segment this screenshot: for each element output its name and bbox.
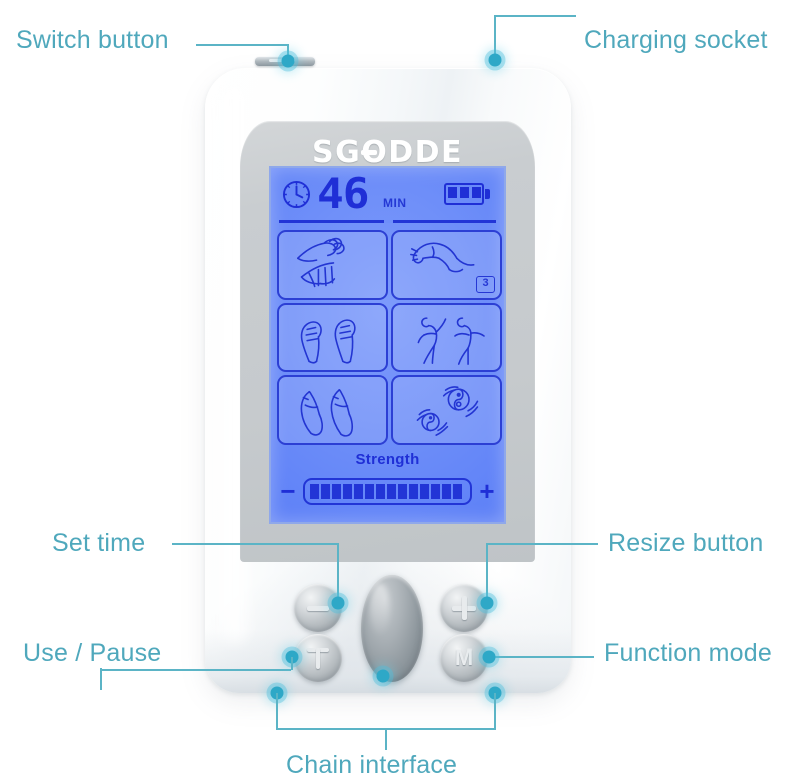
chain-interface-button[interactable] [361, 575, 423, 682]
leader-line-set-time-v [337, 543, 339, 603]
fists-icon [300, 318, 356, 364]
mode-button-label: M [454, 645, 474, 670]
callout-label-function-mode: Function mode [604, 639, 772, 667]
strength-level-track[interactable] [303, 477, 472, 505]
leader-line-charging-socket-h [494, 15, 576, 17]
battery-bar [448, 187, 457, 198]
mode-button[interactable]: M [440, 634, 488, 682]
callout-label-charging-socket: Charging socket [584, 26, 768, 54]
strength-segment [431, 483, 440, 499]
lcd-screen: 46 MIN [269, 166, 506, 524]
timer-unit-label: MIN [383, 196, 407, 210]
strength-control-row: − + [279, 474, 496, 508]
callout-label-switch-button: Switch button [16, 26, 169, 54]
strength-label: Strength [355, 451, 420, 468]
marker-resize-button [480, 596, 494, 610]
leader-line-charging-socket-v [494, 15, 496, 60]
strength-decrease-sign[interactable]: − [280, 476, 296, 506]
strength-segment [321, 483, 330, 499]
marker-function-mode [482, 650, 496, 664]
strength-segment [453, 483, 462, 499]
mode-cell-hand-finger[interactable]: 3 [391, 230, 502, 300]
lcd-status-bar: 46 MIN [271, 169, 504, 218]
feet-icon [300, 389, 354, 437]
mode-cell-cupping[interactable] [391, 375, 502, 445]
leader-line-resize-button-v [486, 543, 488, 603]
strength-segment [398, 483, 407, 499]
strength-segment [354, 483, 363, 499]
lcd-divider-gap [383, 220, 393, 223]
leader-line-chain-left-v [276, 693, 278, 729]
callout-label-chain-interface: Chain interface [286, 751, 458, 779]
brand-o-bar [360, 150, 377, 155]
strength-segment [420, 483, 429, 499]
strength-segment [310, 483, 319, 499]
battery-icon [444, 183, 490, 205]
leader-line-chain-stem-v [385, 728, 387, 750]
hands-massage-icon [296, 237, 345, 288]
mode-cell-fists[interactable] [277, 302, 388, 373]
leader-line-function-mode-h [489, 656, 594, 658]
plus-button[interactable] [440, 584, 488, 632]
battery-bar [472, 187, 481, 198]
leader-line-use-pause-drop [291, 657, 293, 670]
strength-segment [332, 483, 341, 499]
timer-button[interactable] [294, 634, 342, 682]
plus-icon [452, 596, 476, 620]
hand-finger-icon [410, 242, 475, 273]
mode-icon-grid: 3 [277, 230, 502, 445]
callout-label-set-time: Set time [52, 529, 146, 557]
strength-segment [365, 483, 374, 499]
timer-icon [307, 647, 329, 669]
strength-segment [442, 483, 451, 499]
marker-set-time [331, 596, 345, 610]
brand-text-part3: DDE [388, 135, 464, 170]
strength-segment [343, 483, 352, 499]
callout-label-use-pause: Use / Pause [23, 639, 162, 667]
cupping-icon [416, 386, 479, 437]
battery-tip [485, 189, 490, 199]
leader-line-set-time-h [172, 543, 338, 545]
strength-segment [387, 483, 396, 499]
callout-label-resize-button: Resize button [608, 529, 764, 557]
leader-line-chain-right-v [494, 693, 496, 729]
leader-line-switch-button-v [287, 44, 289, 62]
mode-cell-hands-massage[interactable] [277, 230, 388, 300]
minus-icon [307, 605, 329, 611]
leader-line-resize-button-h [486, 543, 598, 545]
marker-switch-button [281, 54, 295, 68]
mode-cell-feet[interactable] [277, 375, 388, 445]
leader-line-use-pause-h [100, 669, 291, 671]
brand-o-glyph: O [360, 135, 388, 170]
marker-chain-button [376, 669, 390, 683]
clock-icon [282, 180, 311, 209]
leader-line-switch-button-h [196, 44, 289, 46]
strength-segment [376, 483, 385, 499]
mode-count-badge: 3 [476, 275, 495, 293]
marker-charging-socket [488, 53, 502, 67]
leader-line-use-pause-v [100, 668, 102, 690]
timer-value: 46 [317, 169, 370, 218]
brand-text-part1: SG [311, 135, 362, 170]
full-body-icon [417, 316, 485, 365]
battery-bar [460, 187, 469, 198]
strength-increase-sign[interactable]: + [479, 476, 495, 506]
strength-segment [409, 483, 418, 499]
mode-cell-full-body[interactable] [391, 302, 502, 373]
battery-shell [444, 183, 484, 205]
brand-wordmark: SGODDE [240, 135, 535, 170]
battery-level-bars [448, 187, 481, 198]
